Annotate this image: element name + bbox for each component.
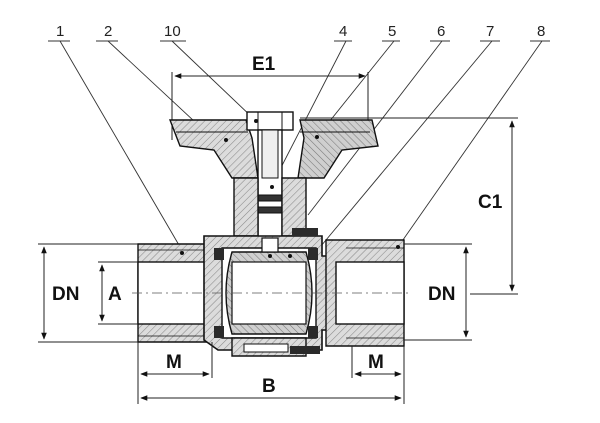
butterfly-handle <box>168 119 379 179</box>
callout-2: 2 <box>104 23 112 40</box>
dn-left-dimension: DN <box>38 243 138 343</box>
b-label: B <box>262 376 276 397</box>
e1-dimension: E1 <box>171 54 369 140</box>
valve-stem <box>253 129 287 239</box>
a-label: A <box>108 284 122 305</box>
ball-seats <box>214 228 318 338</box>
m-right-label: M <box>368 352 384 373</box>
c1-dimension: C1 <box>300 117 518 295</box>
m-right-dimension: M <box>351 346 405 404</box>
callout-5: 5 <box>388 23 396 40</box>
handle-nut <box>246 111 294 131</box>
dn-left-label: DN <box>52 284 79 305</box>
m-left-dimension: M <box>137 342 213 404</box>
body-neck <box>233 177 307 237</box>
dn-right-label: DN <box>428 284 455 305</box>
a-dimension: A <box>98 261 138 325</box>
c1-label: C1 <box>478 192 503 213</box>
m-left-label: M <box>166 352 182 373</box>
callout-6: 6 <box>437 23 445 40</box>
callout-4: 4 <box>339 23 347 40</box>
e1-label: E1 <box>252 54 276 75</box>
callout-1: 1 <box>56 23 64 40</box>
callout-labels: 1 2 10 4 5 6 7 8 <box>56 23 545 40</box>
dn-right-dimension: DN <box>404 243 472 341</box>
callout-10: 10 <box>164 23 181 40</box>
valve-ball <box>225 237 313 335</box>
callout-7: 7 <box>486 23 494 40</box>
callout-8: 8 <box>537 23 545 40</box>
b-dimension: B <box>140 376 402 401</box>
bottom-plug <box>231 337 320 357</box>
